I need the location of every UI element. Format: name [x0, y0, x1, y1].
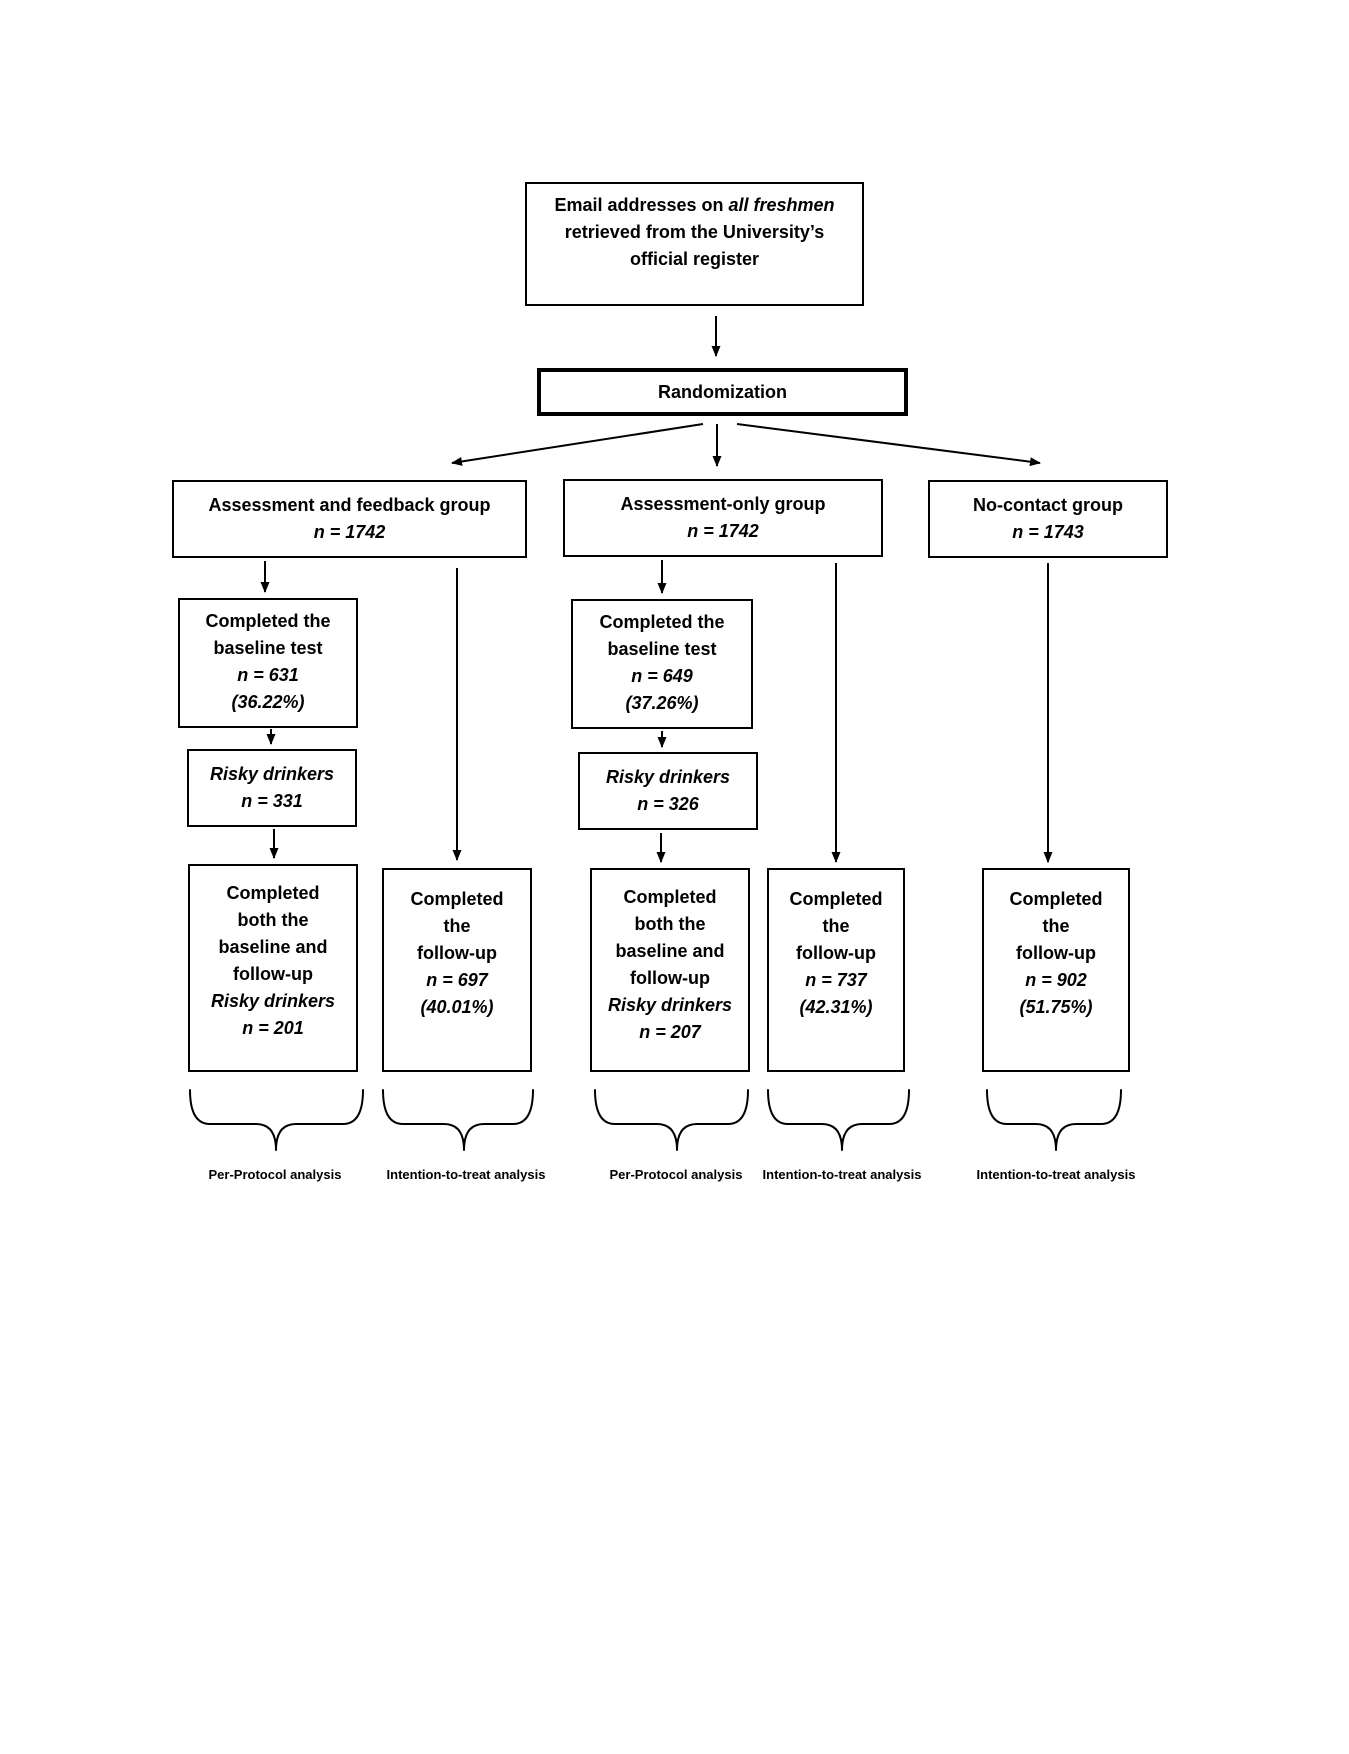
- label-per-protocol-analysis-1: Per-Protocol analysis: [208, 1167, 342, 1182]
- outcome-line-3: baseline and: [615, 941, 725, 961]
- box-outcome-per-protocol-1: Completed both the baseline and follow-u…: [188, 864, 358, 1072]
- group-n: n = 1742: [687, 521, 759, 541]
- box-outcome-followup-3: Completed the follow-up n = 902 (51.75%): [982, 868, 1130, 1072]
- baseline-line-2: baseline test: [607, 639, 717, 659]
- box-outcome-per-protocol-2: Completed both the baseline and follow-u…: [590, 868, 750, 1072]
- source-line-2: retrieved from the University’s: [564, 222, 825, 242]
- brace-intention-to-treat-2: [767, 1089, 910, 1151]
- outcome-line-1: Completed: [1009, 889, 1103, 909]
- baseline-pct: (36.22%): [231, 692, 305, 712]
- arrow-randomization-to-group-1: [451, 423, 704, 466]
- outcome-n: n = 207: [639, 1022, 701, 1042]
- label-intention-to-treat-analysis-2: Intention-to-treat analysis: [762, 1167, 922, 1182]
- box-randomization: Randomization: [537, 368, 908, 416]
- outcome-line-3: follow-up: [796, 943, 876, 963]
- brace-per-protocol-1: [189, 1089, 364, 1151]
- brace-intention-to-treat-1: [382, 1089, 534, 1151]
- brace-intention-to-treat-3: [986, 1089, 1122, 1151]
- risky-label: Risky drinkers: [605, 767, 731, 787]
- risky-n: n = 331: [241, 791, 303, 811]
- outcome-line-2: both the: [237, 910, 309, 930]
- group-n: n = 1743: [1012, 522, 1084, 542]
- baseline-n: n = 649: [631, 666, 693, 686]
- outcome-pct: (42.31%): [799, 997, 873, 1017]
- baseline-pct: (37.26%): [625, 693, 699, 713]
- outcome-line-4: follow-up: [630, 968, 710, 988]
- box-baseline-1: Completed the baseline test n = 631 (36.…: [178, 598, 358, 728]
- risky-label: Risky drinkers: [209, 764, 335, 784]
- outcome-line-1: Completed: [623, 887, 717, 907]
- arrow-randomization-to-group-3: [736, 423, 1041, 467]
- outcome-line-1: Completed: [789, 889, 883, 909]
- box-risky-drinkers-2: Risky drinkers n = 326: [578, 752, 758, 830]
- group-n: n = 1742: [313, 522, 386, 542]
- outcome-line-1: Completed: [226, 883, 320, 903]
- brace-per-protocol-2: [594, 1089, 749, 1151]
- group-name: Assessment and feedback group: [208, 495, 491, 515]
- outcome-line-2: the: [443, 916, 471, 936]
- baseline-line-1: Completed the: [599, 612, 725, 632]
- outcome-line-3: follow-up: [1016, 943, 1096, 963]
- source-line-3: official register: [629, 249, 760, 269]
- outcome-line-2: the: [1042, 916, 1070, 936]
- baseline-n: n = 631: [237, 665, 299, 685]
- outcome-line-2: the: [822, 916, 850, 936]
- outcome-n: n = 201: [242, 1018, 304, 1038]
- outcome-line-3: baseline and: [218, 937, 328, 957]
- label-intention-to-treat-analysis-3: Intention-to-treat analysis: [976, 1167, 1136, 1182]
- outcome-line-3: follow-up: [417, 943, 497, 963]
- outcome-n: n = 697: [426, 970, 488, 990]
- outcome-line-5: Risky drinkers: [607, 995, 733, 1015]
- label-per-protocol-analysis-2: Per-Protocol analysis: [609, 1167, 743, 1182]
- outcome-pct: (40.01%): [420, 997, 494, 1017]
- box-risky-drinkers-1: Risky drinkers n = 331: [187, 749, 357, 827]
- risky-n: n = 326: [637, 794, 699, 814]
- outcome-line-5: Risky drinkers: [210, 991, 336, 1011]
- group-name: No-contact group: [973, 495, 1123, 515]
- box-group-assessment-feedback: Assessment and feedback group n = 1742: [172, 480, 527, 558]
- box-group-assessment-only: Assessment-only group n = 1742: [563, 479, 883, 557]
- box-email-source: Email addresses on all freshmen retrieve…: [525, 182, 864, 306]
- outcome-line-4: follow-up: [233, 964, 313, 984]
- randomization-label: Randomization: [658, 382, 787, 402]
- baseline-line-1: Completed the: [205, 611, 331, 631]
- outcome-n: n = 737: [805, 970, 867, 990]
- outcome-n: n = 902: [1025, 970, 1087, 990]
- outcome-line-2: both the: [634, 914, 706, 934]
- outcome-line-1: Completed: [410, 889, 504, 909]
- source-line-1: Email addresses on all freshmen: [527, 192, 862, 219]
- source-line-1-text: Email addresses on: [554, 195, 729, 215]
- box-baseline-2: Completed the baseline test n = 649 (37.…: [571, 599, 753, 729]
- box-group-no-contact: No-contact group n = 1743: [928, 480, 1168, 558]
- box-outcome-followup-1: Completed the follow-up n = 697 (40.01%): [382, 868, 532, 1072]
- outcome-pct: (51.75%): [1019, 997, 1093, 1017]
- label-intention-to-treat-analysis-1: Intention-to-treat analysis: [386, 1167, 546, 1182]
- baseline-line-2: baseline test: [213, 638, 323, 658]
- box-outcome-followup-2: Completed the follow-up n = 737 (42.31%): [767, 868, 905, 1072]
- group-name: Assessment-only group: [620, 494, 826, 514]
- source-line-1-italic: all freshmen: [728, 195, 835, 215]
